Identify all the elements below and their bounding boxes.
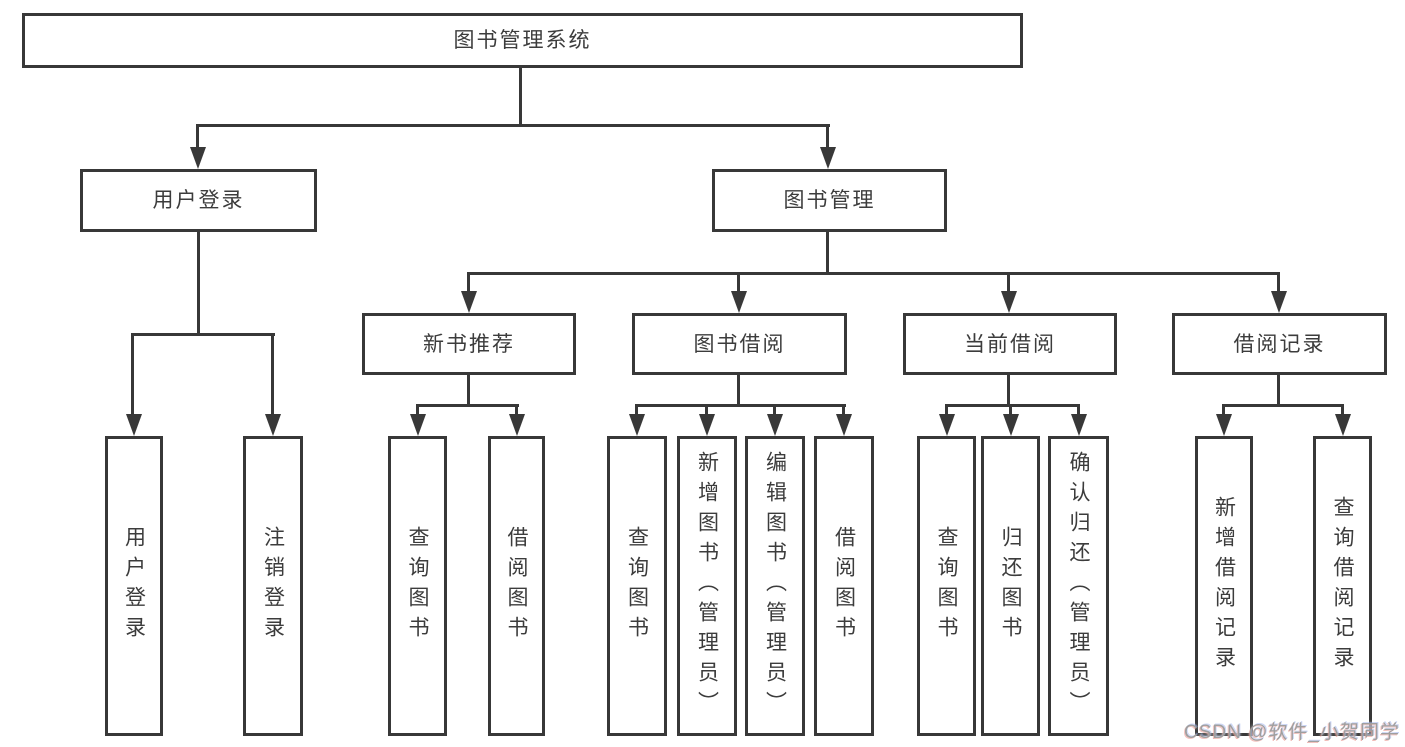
arrowhead	[461, 291, 477, 313]
node-root-title: 图书管理系统	[22, 13, 1023, 68]
connector-book-mgmt-stem	[826, 232, 829, 275]
connector-drop	[1341, 404, 1344, 417]
connector-drop	[737, 272, 740, 293]
connector-drop	[1007, 272, 1010, 293]
arrowhead	[1001, 291, 1017, 313]
leaf-logout: 注销登录	[243, 436, 303, 736]
node-current-borrow: 当前借阅	[903, 313, 1117, 375]
connector-drop	[467, 272, 470, 293]
arrowhead	[699, 414, 715, 436]
arrowhead	[836, 414, 852, 436]
connector-drop	[416, 404, 419, 417]
arrowhead	[629, 414, 645, 436]
leaf-borrow-borrow-books: 借阅图书	[814, 436, 874, 736]
connector-drop	[271, 333, 274, 416]
node-user-login: 用户登录	[80, 169, 317, 232]
connector-root-stem	[519, 68, 522, 126]
connector-root-branch	[196, 124, 830, 127]
connector-user-login-branch	[131, 333, 275, 336]
connector-user-login-stem	[197, 232, 200, 336]
leaf-recommend-query-books: 查询图书	[388, 436, 447, 736]
connector-records-stem	[1277, 375, 1280, 406]
connector-current-stem	[1007, 375, 1010, 406]
connector-drop	[1222, 404, 1225, 417]
connector-drop	[945, 404, 948, 417]
node-book-management: 图书管理	[712, 169, 947, 232]
arrowhead	[1335, 414, 1351, 436]
arrowhead	[1071, 414, 1087, 436]
connector-borrow-branch	[635, 404, 846, 407]
leaf-borrow-query-books: 查询图书	[607, 436, 667, 736]
leaf-recommend-borrow-books: 借阅图书	[488, 436, 545, 736]
node-borrow-records: 借阅记录	[1172, 313, 1387, 375]
csdn-watermark: CSDN @软件_小贺同学	[1184, 722, 1400, 743]
leaf-current-query-books: 查询图书	[917, 436, 976, 736]
node-book-borrow: 图书借阅	[632, 313, 847, 375]
connector-drop	[1277, 272, 1280, 293]
arrowhead	[265, 414, 281, 436]
arrowhead	[820, 147, 836, 169]
arrowhead	[731, 291, 747, 313]
arrowhead	[509, 414, 525, 436]
connector-drop	[1077, 404, 1080, 417]
connector-drop	[826, 124, 829, 150]
connector-recommend-branch	[416, 404, 519, 407]
connector-current-branch	[945, 404, 1080, 407]
connector-drop	[842, 404, 845, 417]
arrowhead	[939, 414, 955, 436]
connector-drop	[773, 404, 776, 417]
leaf-records-add-record: 新增借阅记录	[1195, 436, 1253, 736]
arrowhead	[410, 414, 426, 436]
leaf-borrow-edit-books-admin: 编辑图书（管理员）	[745, 436, 805, 736]
arrowhead	[190, 147, 206, 169]
leaf-borrow-add-books-admin: 新增图书（管理员）	[677, 436, 737, 736]
leaf-user-login: 用户登录	[105, 436, 163, 736]
connector-drop	[705, 404, 708, 417]
arrowhead	[767, 414, 783, 436]
connector-recommend-stem	[467, 375, 470, 406]
leaf-current-confirm-return-admin: 确认归还（管理员）	[1048, 436, 1109, 736]
arrowhead	[1271, 291, 1287, 313]
arrowhead	[1003, 414, 1019, 436]
node-new-book-recommend: 新书推荐	[362, 313, 576, 375]
connector-drop	[635, 404, 638, 417]
connector-drop	[196, 124, 199, 150]
leaf-current-return-books: 归还图书	[981, 436, 1040, 736]
connector-book-mgmt-branch	[467, 272, 1280, 275]
connector-drop	[131, 333, 134, 416]
connector-drop	[1009, 404, 1012, 417]
leaf-records-query-record: 查询借阅记录	[1313, 436, 1372, 736]
connector-borrow-stem	[737, 375, 740, 406]
connector-records-branch	[1222, 404, 1344, 407]
connector-drop	[515, 404, 518, 417]
arrowhead	[126, 414, 142, 436]
arrowhead	[1216, 414, 1232, 436]
